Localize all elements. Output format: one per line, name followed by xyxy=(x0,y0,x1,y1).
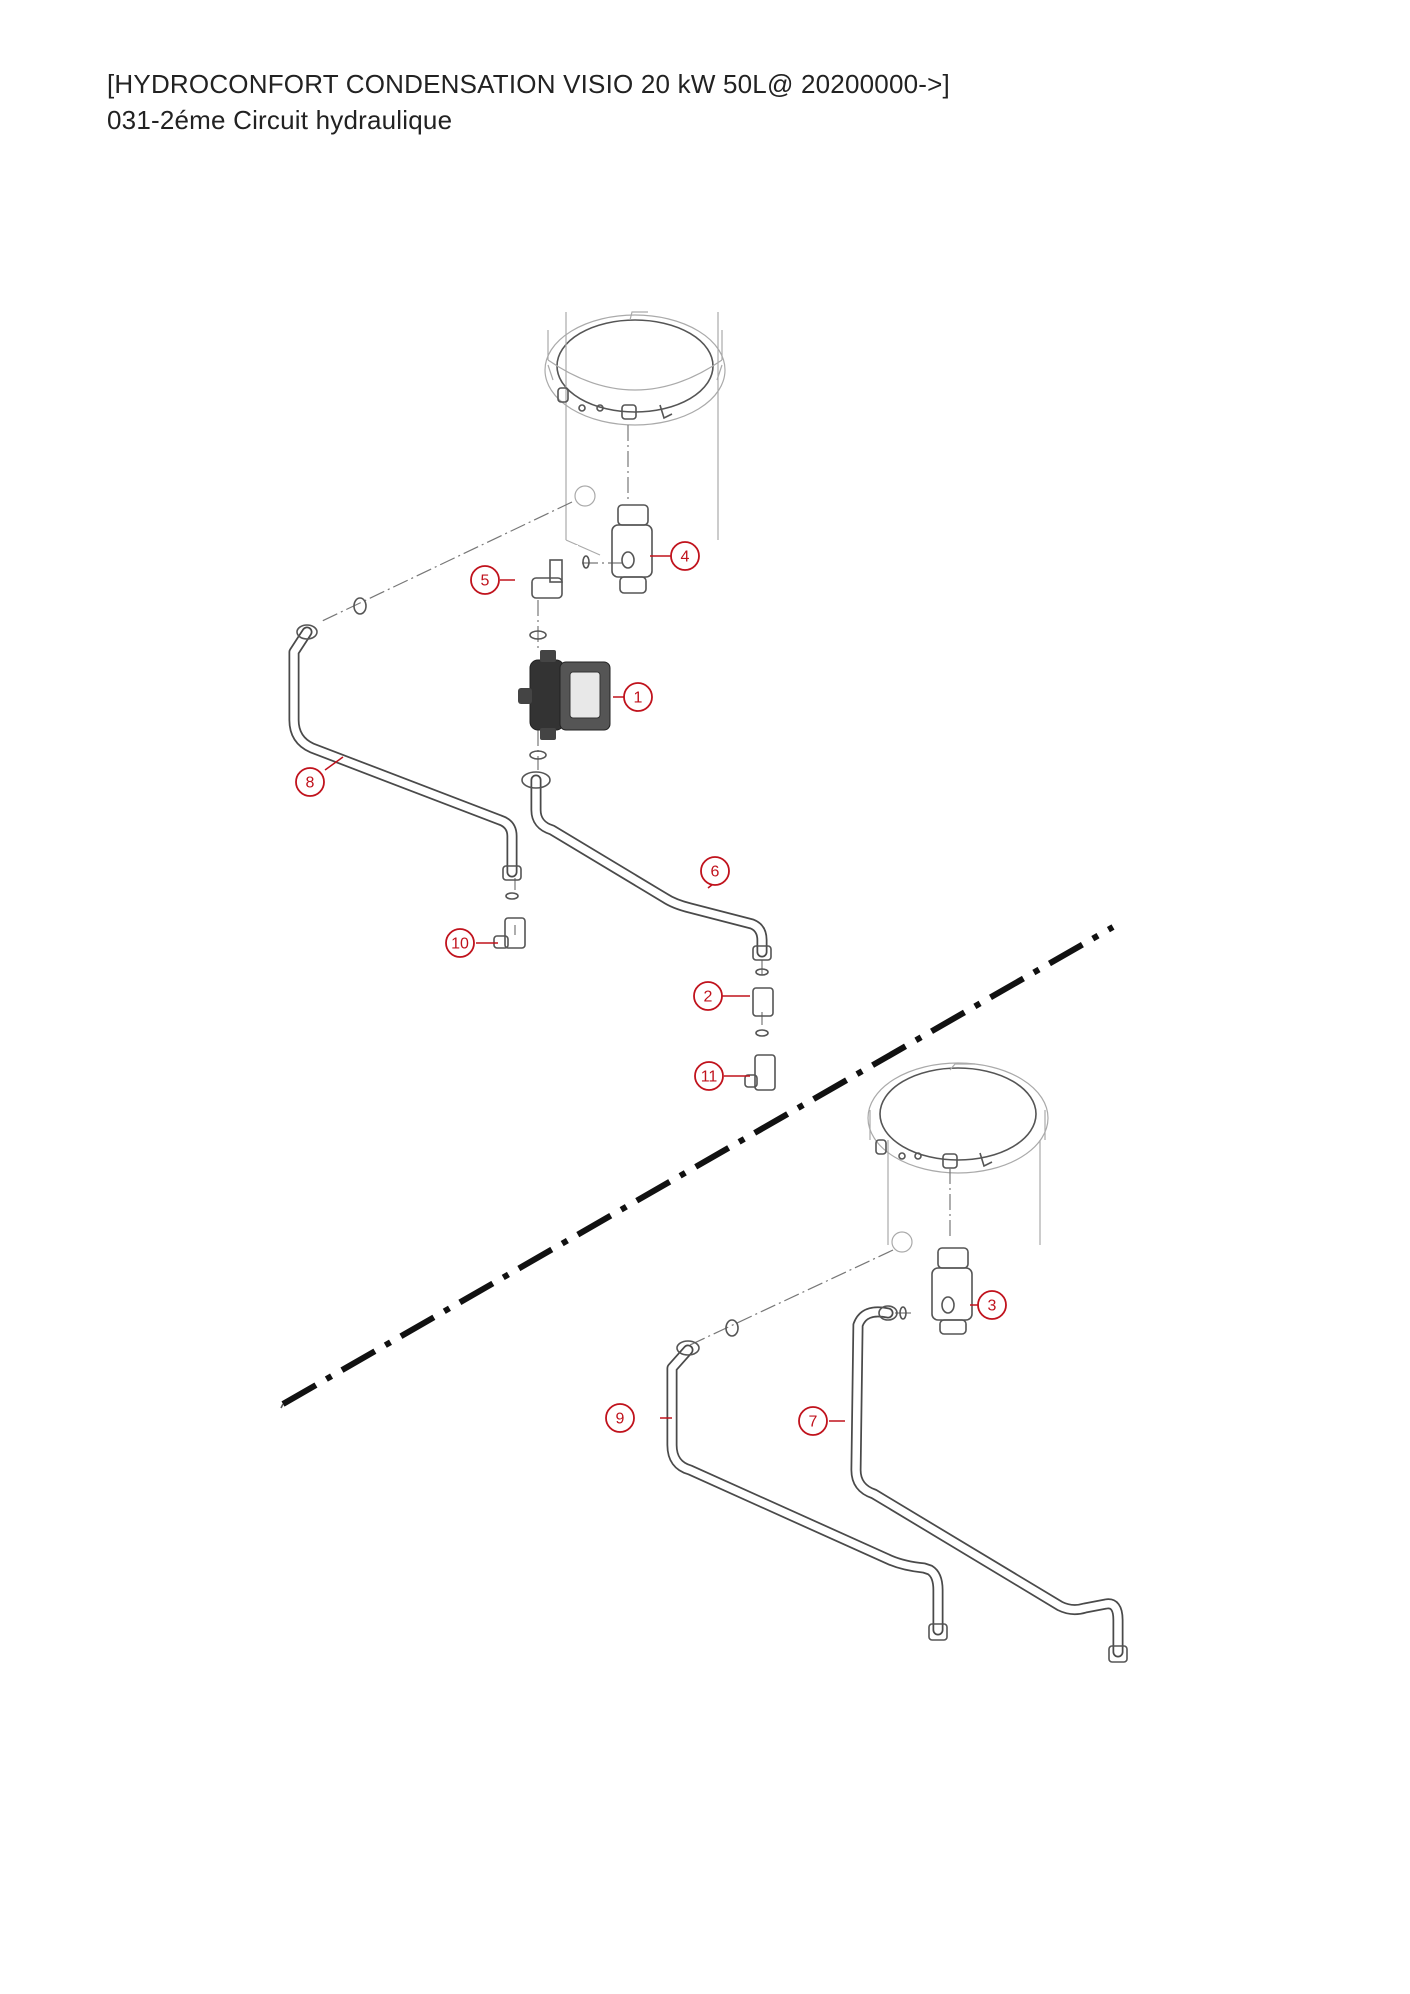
page-title: [HYDROCONFORT CONDENSATION VISIO 20 kW 5… xyxy=(107,69,950,99)
callout-label-4: 4 xyxy=(681,549,690,566)
callout-circle-4 xyxy=(670,541,700,571)
pipe-9 xyxy=(666,1344,944,1636)
seals xyxy=(353,555,907,1337)
callout-circle-6 xyxy=(700,856,730,886)
pipe-6 xyxy=(530,774,768,958)
callout-circle-3 xyxy=(977,1290,1007,1320)
fitting-part-2 xyxy=(752,987,774,1017)
callout-circle-11 xyxy=(694,1061,724,1091)
callout-circle-2 xyxy=(693,981,723,1011)
section-divider-line xyxy=(281,924,1115,1407)
callout-label-5: 5 xyxy=(481,573,490,590)
callout-circle-7 xyxy=(798,1406,828,1436)
callout-label-2: 2 xyxy=(704,989,713,1006)
pipe-8 xyxy=(288,626,518,878)
document-header: [HYDROCONFORT CONDENSATION VISIO 20 kW 5… xyxy=(107,66,950,138)
construction-lines xyxy=(319,425,951,1346)
callout-label-7: 7 xyxy=(809,1414,818,1431)
callout-circle-9 xyxy=(605,1403,635,1433)
safety-group-part-3 xyxy=(931,1247,973,1335)
pipe-fittings xyxy=(296,624,1128,1663)
pipe-7 xyxy=(850,1306,1124,1658)
callout-circle-1 xyxy=(623,682,653,712)
callout-label-10: 10 xyxy=(451,936,469,953)
callout-circle-10 xyxy=(445,928,475,958)
tank-upper xyxy=(544,311,726,556)
callout-circle-5 xyxy=(470,565,500,595)
callout-label-1: 1 xyxy=(634,690,643,707)
callout-circle-8 xyxy=(295,767,325,797)
elbow-part-5 xyxy=(531,545,578,599)
callouts: 1 2 3 4 5 6 7 8 9 10 11 xyxy=(295,541,1007,1436)
callout-label-3: 3 xyxy=(988,1298,997,1315)
fitting-part-11 xyxy=(744,1054,776,1091)
fitting-part-10 xyxy=(493,917,526,949)
callout-label-11: 11 xyxy=(701,1069,718,1086)
tank-lower xyxy=(867,1062,1049,1253)
callout-leaders xyxy=(324,555,980,1422)
callout-label-6: 6 xyxy=(711,864,720,881)
circulator-pump-part-1 xyxy=(518,650,611,740)
page-subtitle: 031-2éme Circuit hydraulique xyxy=(107,105,453,135)
callout-label-8: 8 xyxy=(306,775,315,792)
callout-label-9: 9 xyxy=(616,1411,625,1428)
safety-group-part-4 xyxy=(611,504,653,594)
